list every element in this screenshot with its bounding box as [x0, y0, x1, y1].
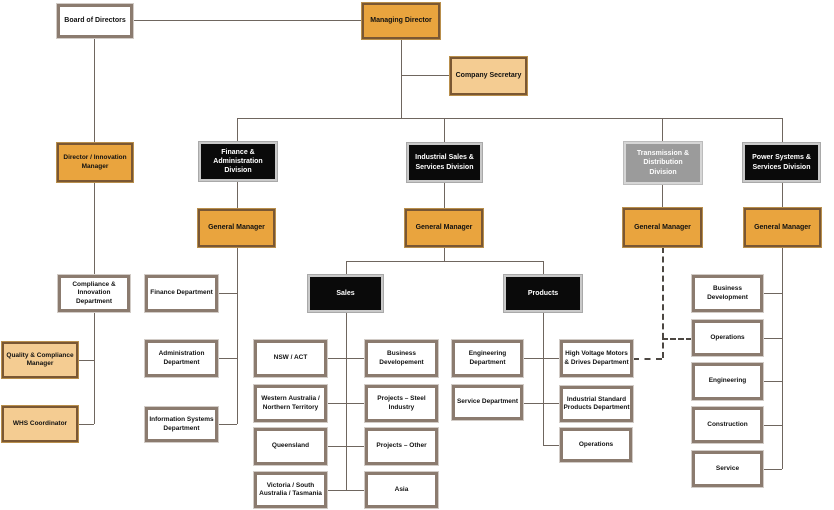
connector-line: [782, 119, 783, 143]
connector-line: [94, 312, 95, 424]
connector-line: [401, 75, 450, 76]
node-engineering: Engineering: [692, 363, 763, 400]
connector-line: [763, 293, 782, 294]
node-managing-director: Managing Director: [362, 3, 440, 39]
connector-line: [523, 358, 560, 359]
node-high-voltage-motors-drives-department: High Voltage Motors & Drives Department: [560, 340, 633, 377]
node-board-of-directors: Board of Directors: [57, 4, 133, 38]
node-quality-compliance-manager: Quality & Compliance Manager: [2, 342, 78, 378]
connector-line: [662, 119, 663, 142]
connector-line: [444, 247, 445, 261]
connector-line: [763, 338, 782, 339]
connector-line: [327, 403, 365, 404]
node-construction: Construction: [692, 407, 763, 443]
node-engineering-department: Engineering Department: [452, 340, 523, 377]
connector-line: [346, 261, 544, 262]
node-general-manager-industrial: General Manager: [405, 209, 483, 247]
node-compliance-innovation-department: Compliance & Innovation Department: [58, 275, 130, 312]
node-asia: Asia: [365, 472, 438, 508]
node-operations: Operations: [692, 320, 763, 356]
connector-line: [94, 38, 95, 143]
node-projects-steel-industry: Projects – Steel Industry: [365, 385, 438, 422]
connector-line: [133, 20, 362, 21]
connector-line: [78, 424, 94, 425]
node-administration-department: Administration Department: [145, 340, 218, 377]
connector-line: [444, 119, 445, 143]
connector-line: [218, 424, 237, 425]
connector-line-dashed: [662, 247, 664, 358]
node-service-department: Service Department: [452, 385, 523, 420]
connector-line: [763, 469, 782, 470]
node-information-systems-department: Information Systems Department: [145, 407, 218, 442]
connector-line: [543, 262, 544, 275]
node-general-manager-power-systems: General Manager: [744, 208, 821, 247]
connector-line: [237, 118, 783, 119]
node-company-secretary: Company Secretary: [450, 57, 527, 95]
node-finance-admin-division: Finance & Administration Division: [199, 142, 277, 181]
connector-line-dashed: [633, 358, 662, 360]
node-finance-department: Finance Department: [145, 275, 218, 312]
node-service: Service: [692, 451, 763, 487]
node-region-queensland: Queensland: [254, 428, 327, 465]
connector-line: [78, 360, 94, 361]
node-region-wa-nt: Western Australia / Northern Territory: [254, 385, 327, 422]
connector-line: [237, 119, 238, 142]
connector-line: [346, 312, 347, 490]
connector-line: [237, 247, 238, 424]
node-sales: Sales: [308, 275, 383, 312]
node-transmission-distribution-division: Transmission & Distribution Division: [624, 142, 702, 184]
connector-line-dashed: [662, 338, 692, 340]
connector-line: [543, 312, 544, 445]
node-industrial-sales-services-division: Industrial Sales & Services Division: [407, 143, 482, 182]
connector-line: [218, 293, 237, 294]
node-region-vic-sa-tas: Victoria / South Australia / Tasmania: [254, 472, 327, 508]
connector-line: [763, 381, 782, 382]
node-operations-products: Operations: [560, 428, 632, 462]
connector-line: [782, 247, 783, 469]
node-projects-other: Projects – Other: [365, 428, 438, 465]
node-director-innovation-manager: Director / Innovation Manager: [57, 143, 133, 182]
node-business-developement: Business Developement: [365, 340, 438, 377]
connector-line: [327, 490, 365, 491]
connector-line: [94, 182, 95, 275]
connector-line: [662, 184, 663, 208]
node-power-systems-services-division: Power Systems & Services Division: [743, 143, 820, 182]
connector-line: [523, 403, 560, 404]
connector-line: [327, 446, 365, 447]
node-industrial-standard-products-department: Industrial Standard Products Department: [560, 386, 633, 422]
node-business-development: Business Development: [692, 275, 763, 312]
node-general-manager-transmission: General Manager: [623, 208, 702, 247]
node-whs-coordinator: WHS Coordinator: [2, 406, 78, 442]
node-region-nsw-act: NSW / ACT: [254, 340, 327, 377]
connector-line: [218, 358, 237, 359]
connector-line: [401, 39, 402, 118]
connector-line: [346, 262, 347, 275]
connector-line: [444, 182, 445, 209]
connector-line: [237, 181, 238, 209]
connector-line: [763, 425, 782, 426]
node-products: Products: [504, 275, 582, 312]
connector-line: [327, 358, 365, 359]
connector-line: [543, 445, 560, 446]
node-general-manager-finance-admin: General Manager: [198, 209, 275, 247]
connector-line: [782, 182, 783, 208]
